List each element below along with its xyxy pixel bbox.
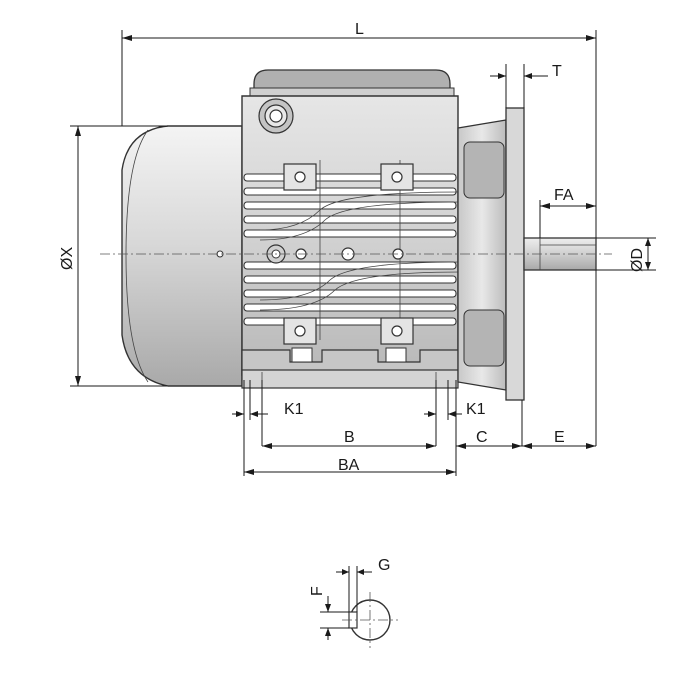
label-BA: BA [338, 457, 360, 474]
label-B: B [344, 429, 355, 446]
label-D: ØD [629, 248, 646, 272]
dimension-lines [70, 30, 656, 476]
cable-gland [258, 98, 294, 134]
terminal-box [253, 69, 451, 93]
label-X: ØX [59, 247, 76, 270]
motor-feet [241, 347, 459, 389]
label-K1-right: K1 [466, 401, 486, 418]
label-FA: FA [554, 187, 574, 204]
motor-body [121, 69, 597, 401]
label-C: C [476, 429, 488, 446]
label-T: T [552, 63, 562, 80]
label-L: L [355, 21, 364, 38]
label-E: E [554, 429, 565, 446]
mounting-pads-top [283, 163, 414, 191]
label-K1-left: K1 [284, 401, 304, 418]
mounting-pads-bottom [283, 317, 414, 345]
label-G: G [378, 557, 390, 574]
label-F: F [309, 586, 326, 596]
shaft-key-detail [320, 566, 398, 648]
fan-cover [121, 125, 243, 387]
